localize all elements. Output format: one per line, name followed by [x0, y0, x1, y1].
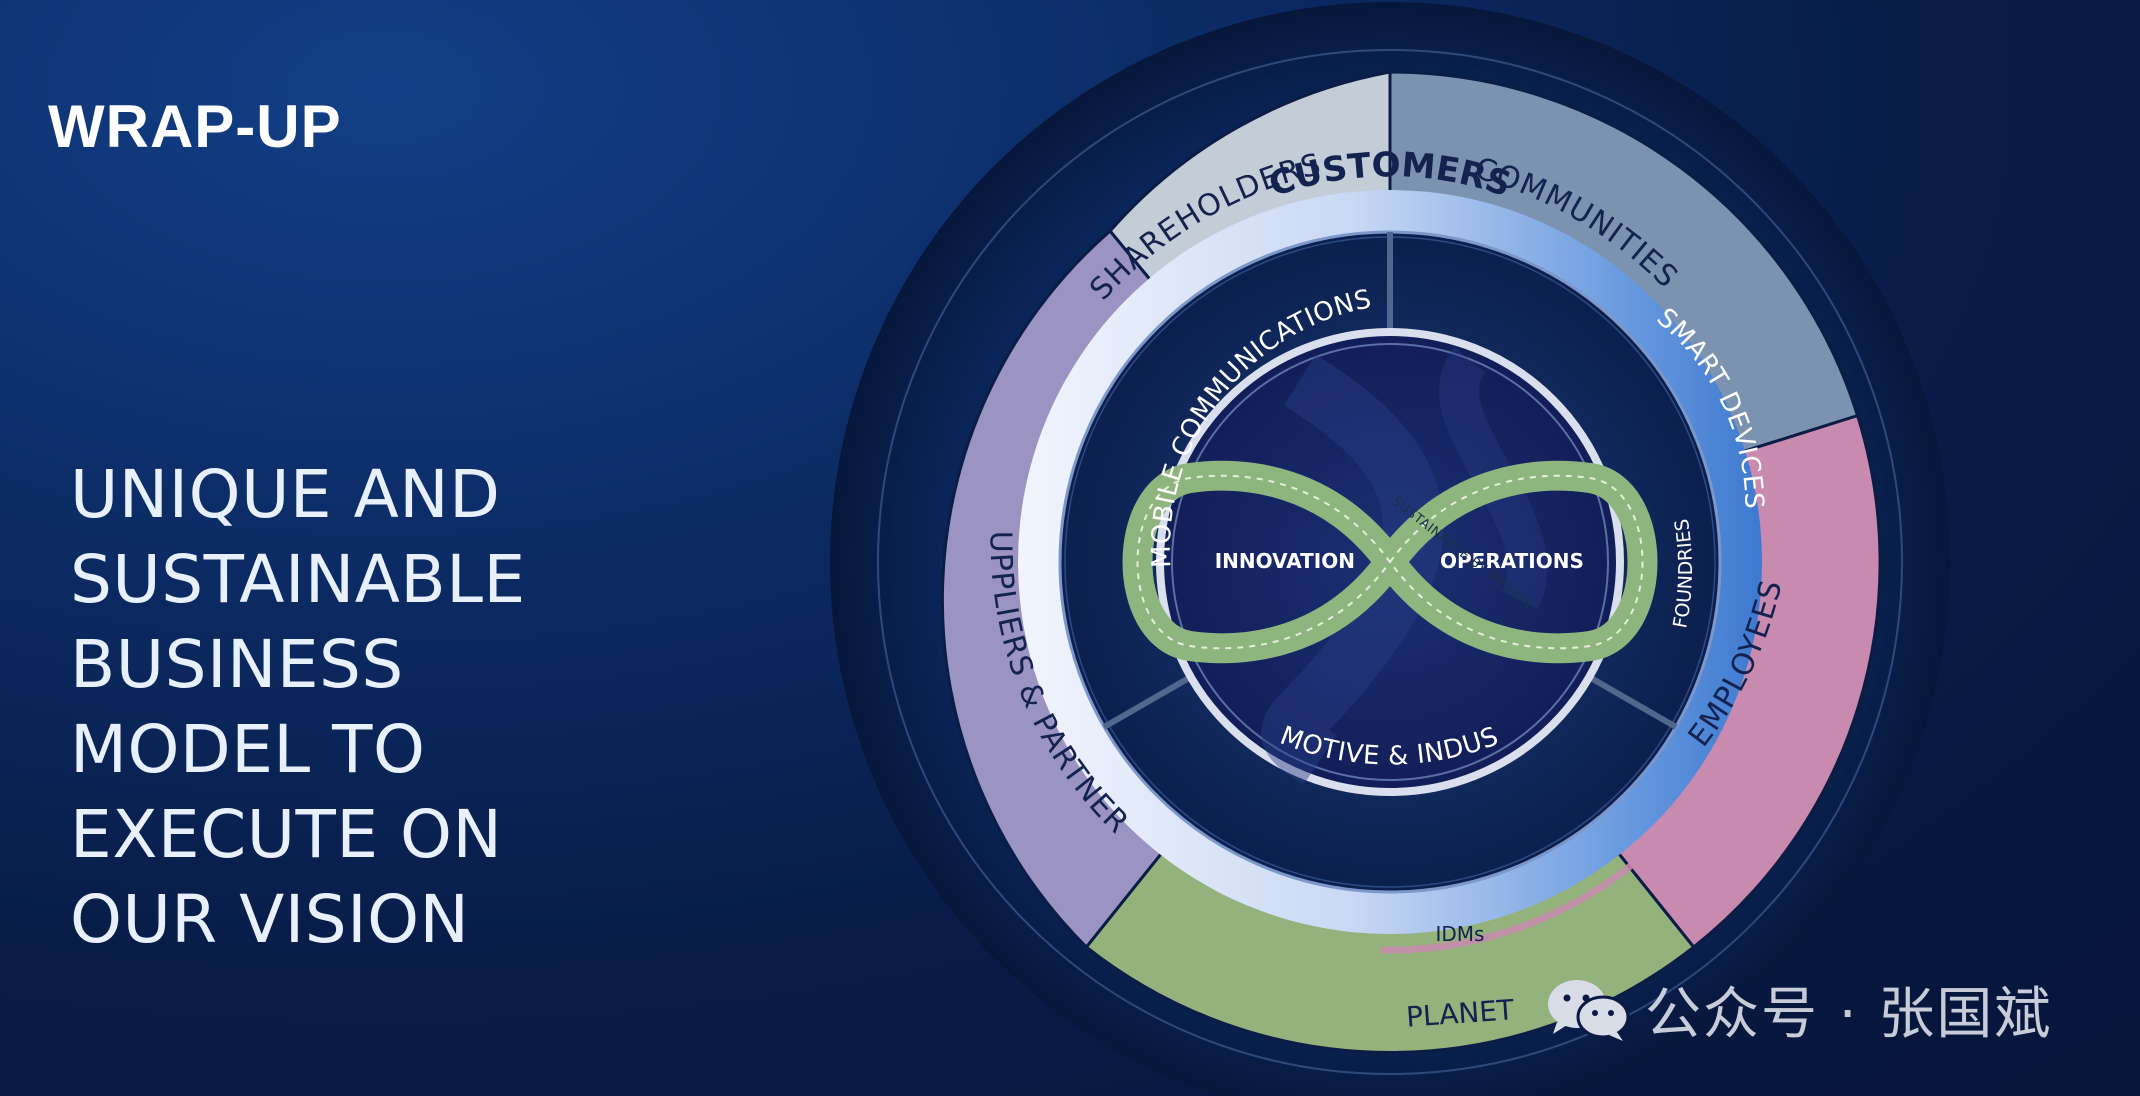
headline-line: SUSTAINABLE	[70, 541, 526, 618]
diagram-outline	[877, 49, 1903, 1075]
market-divider	[1102, 675, 1191, 730]
core-swirl	[1261, 354, 1443, 785]
fabless-label: FABLESS	[1087, 525, 1113, 608]
infinity-dashes	[1136, 474, 1644, 650]
operations-label: OPERATIONS	[1440, 549, 1584, 573]
headline-line: OUR VISION	[70, 881, 470, 958]
headline-line: BUSINESS	[70, 626, 404, 703]
headline: UNIQUE AND SUSTAINABLE BUSINESS MODEL TO…	[70, 452, 710, 962]
wechat-icon	[1548, 980, 1630, 1041]
headline-line: UNIQUE AND	[70, 456, 501, 533]
core-inner-outline	[1171, 343, 1609, 781]
planet-label: PLANET	[1405, 993, 1516, 1034]
watermark: 公众号 · 张国斌	[1545, 974, 2052, 1047]
customer-ring-accent	[1380, 825, 1675, 954]
headline-line: MODEL TO	[70, 711, 426, 788]
innovation-label: INNOVATION	[1215, 549, 1355, 573]
market-divider	[1589, 675, 1678, 730]
idms-label: IDMs	[1436, 922, 1485, 946]
watermark-text: 公众号 · 张国斌	[1645, 981, 2053, 1047]
slide-title: WRAP-UP	[48, 93, 342, 160]
headline-line: EXECUTE ON	[70, 796, 503, 873]
